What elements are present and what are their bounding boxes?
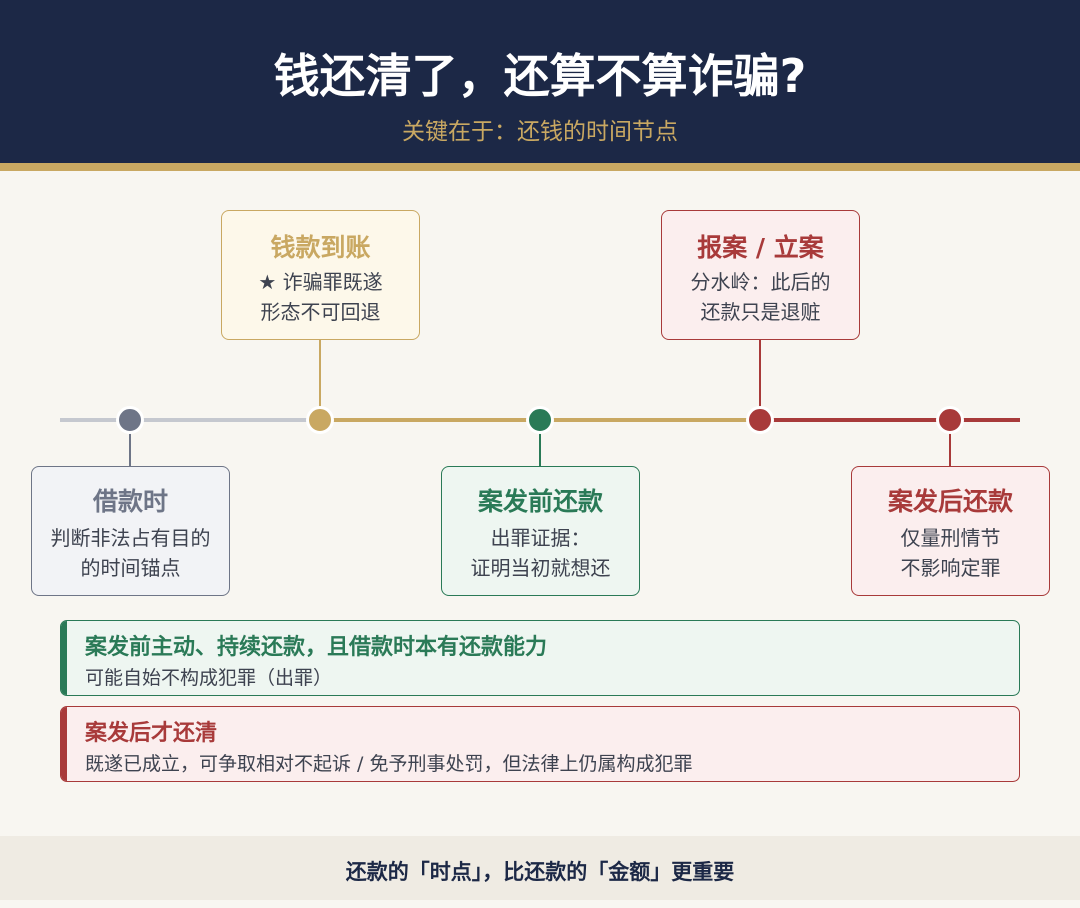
node-title-report: 报案 / 立案 xyxy=(697,233,824,262)
node-title-repay-after: 案发后还款 xyxy=(887,487,1013,516)
note-before-text: 可能自始不构成犯罪（出罪） xyxy=(85,667,333,689)
node-desc-report-1: 分水岭：此后的 xyxy=(690,270,831,294)
header-divider xyxy=(0,163,1080,171)
timeline-dot-received xyxy=(306,406,334,434)
timeline-dot-borrow xyxy=(116,406,144,434)
node-box-repay-before: 案发前还款 出罪证据： 证明当初就想还 xyxy=(441,466,640,596)
node-box-borrow: 借款时 判断非法占有目的 的时间锚点 xyxy=(31,466,230,596)
node-desc-received-2: 形态不可回退 xyxy=(260,300,381,324)
note-before-title: 案发前主动、持续还款，且借款时本有还款能力 xyxy=(85,635,548,660)
timeline-dot-repay-before xyxy=(526,406,554,434)
node-desc-repay-after-1: 仅量刑情节 xyxy=(900,526,1001,550)
node-box-received: 钱款到账 ★ 诈骗罪既遂 形态不可回退 xyxy=(221,210,420,340)
page-title: 钱还清了，还算不算诈骗? xyxy=(273,49,807,103)
node-desc-repay-after-2: 不影响定罪 xyxy=(900,556,1001,580)
node-desc-repay-before-2: 证明当初就想还 xyxy=(470,556,611,580)
node-desc-report-2: 还款只是退赃 xyxy=(700,300,821,324)
node-title-repay-before: 案发前还款 xyxy=(477,487,603,516)
node-desc-received-1: ★ 诈骗罪既遂 xyxy=(258,270,383,294)
note-after-title: 案发后才还清 xyxy=(85,721,218,746)
header-banner: 钱还清了，还算不算诈骗? 关键在于：还钱的时间节点 xyxy=(0,0,1080,163)
node-title-received: 钱款到账 xyxy=(270,233,371,262)
timeline-dot-repay-after xyxy=(936,406,964,434)
note-after-case: 案发后才还清 既遂已成立，可争取相对不起诉 / 免予刑事处罚，但法律上仍属构成犯… xyxy=(60,706,1020,782)
node-desc-borrow-1: 判断非法占有目的 xyxy=(50,526,211,550)
page-subtitle: 关键在于：还钱的时间节点 xyxy=(402,119,678,145)
node-box-report: 报案 / 立案 分水岭：此后的 还款只是退赃 xyxy=(661,210,860,340)
timeline-dot-report xyxy=(746,406,774,434)
node-box-repay-after: 案发后还款 仅量刑情节 不影响定罪 xyxy=(851,466,1050,596)
note-after-text: 既遂已成立，可争取相对不起诉 / 免予刑事处罚，但法律上仍属构成犯罪 xyxy=(85,753,693,775)
node-title-borrow: 借款时 xyxy=(92,487,168,516)
footer-bar: 还款的「时点」，比还款的「金额」更重要 xyxy=(0,836,1080,900)
node-desc-repay-before-1: 出罪证据： xyxy=(490,526,591,550)
node-desc-borrow-2: 的时间锚点 xyxy=(80,556,181,580)
note-before-case: 案发前主动、持续还款，且借款时本有还款能力 可能自始不构成犯罪（出罪） xyxy=(60,620,1020,696)
footer-text: 还款的「时点」，比还款的「金额」更重要 xyxy=(345,860,735,884)
